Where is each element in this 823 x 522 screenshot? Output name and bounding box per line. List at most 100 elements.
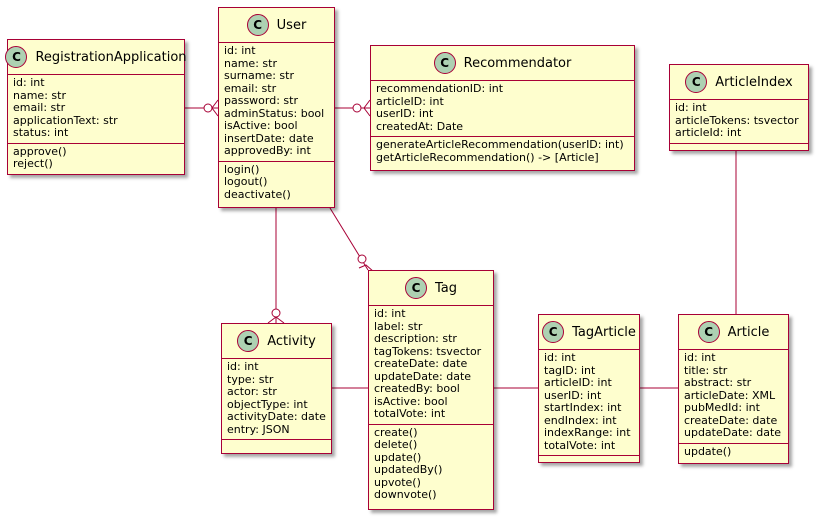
class-user: C User id: int name: str surname: str em… xyxy=(218,7,335,208)
attribute: createDate: date xyxy=(684,413,778,427)
attribute: description: str xyxy=(374,332,457,345)
attribute: id: int xyxy=(684,351,716,364)
attribute: name: str xyxy=(13,88,66,102)
attribute: recommendationID: int xyxy=(376,82,504,95)
attribute: abstract: str xyxy=(684,376,752,389)
attribute: startIndex: int xyxy=(544,401,622,414)
method: login() xyxy=(224,162,260,176)
class-activity: C Activity id: int type: str actor: str … xyxy=(221,323,332,454)
method-list: update() xyxy=(679,444,788,462)
attribute: insertDate: date xyxy=(224,131,314,145)
attribute-list: id: int title: str abstract: str article… xyxy=(679,350,788,444)
attribute: approvedBy: int xyxy=(224,144,311,157)
attribute: createDate: date xyxy=(374,357,468,370)
attribute: articleDate: XML xyxy=(684,388,776,402)
attribute: endIndex: int xyxy=(544,413,617,427)
class-tag-article: C TagArticle id: int tagID: int articleI… xyxy=(538,314,640,463)
attribute: articleTokens: tsvector xyxy=(675,113,799,127)
attribute: status: int xyxy=(13,126,69,139)
class-registration-application: C RegistrationApplication id: int name: … xyxy=(5,39,187,175)
class-name: User xyxy=(276,17,307,33)
method: updatedBy() xyxy=(374,463,443,476)
class-name: TagArticle xyxy=(572,324,636,340)
method: update() xyxy=(684,444,732,458)
attribute: password: str xyxy=(224,94,298,107)
method: reject() xyxy=(13,157,53,170)
attribute: createdAt: Date xyxy=(376,119,464,133)
method: downvote() xyxy=(374,488,437,501)
method: create() xyxy=(374,425,418,439)
class-header: C Article xyxy=(679,315,788,350)
attribute: indexRange: int xyxy=(544,426,631,439)
attribute: email: str xyxy=(13,101,66,114)
class-name: Article xyxy=(727,324,770,340)
attribute: isActive: bool xyxy=(224,119,298,132)
method: delete() xyxy=(374,438,418,451)
attribute: articleID: int xyxy=(376,94,444,108)
attribute: createdBy: bool xyxy=(374,382,460,395)
method-list: approve() reject() xyxy=(8,144,184,174)
class-header: C TagArticle xyxy=(539,315,639,350)
class-header: C ArticleIndex xyxy=(670,65,808,100)
method: getArticleRecommendation() -> [Article] xyxy=(376,150,599,164)
attribute: totalVote: int xyxy=(544,438,616,452)
attribute: updateDate: date xyxy=(374,369,472,383)
class-badge-icon: C xyxy=(685,71,708,93)
attribute: userID: int xyxy=(544,388,602,402)
attribute: label: str xyxy=(374,319,423,333)
attribute: totalVote: int xyxy=(374,407,446,420)
attribute: applicationText: str xyxy=(13,113,118,127)
class-badge-icon: C xyxy=(542,321,565,343)
attribute: tagTokens: tsvector xyxy=(374,344,482,358)
attribute-list: id: int label: str description: str tagT… xyxy=(369,306,493,425)
method-list: generateArticleRecommendation(userID: in… xyxy=(371,137,634,167)
attribute: title: str xyxy=(684,363,728,377)
class-name: Tag xyxy=(434,280,457,296)
attribute-list: id: int tagID: int articleID: int userID… xyxy=(539,350,639,456)
class-badge-icon: C xyxy=(404,277,427,299)
class-header: C Activity xyxy=(222,324,331,359)
class-article: C Article id: int title: str abstract: s… xyxy=(678,314,789,464)
attribute: type: str xyxy=(227,372,274,386)
class-badge-icon: C xyxy=(237,330,260,352)
class-header: C Recommendator xyxy=(371,46,634,81)
attribute: id: int xyxy=(544,351,576,364)
method-list xyxy=(670,144,808,150)
method-list: create() delete() update() updatedBy() u… xyxy=(369,425,493,505)
class-name: Recommendator xyxy=(463,55,572,71)
attribute: id: int xyxy=(374,307,406,320)
attribute: updateDate: date xyxy=(684,426,782,439)
attribute: id: int xyxy=(13,76,45,89)
attribute-list: id: int articleTokens: tsvector articleI… xyxy=(670,100,808,144)
class-badge-icon: C xyxy=(246,14,269,36)
method: upvote() xyxy=(374,475,421,489)
attribute: articleId: int xyxy=(675,126,742,139)
class-name: ArticleIndex xyxy=(715,74,793,90)
attribute: userID: int xyxy=(376,107,434,120)
class-header: C RegistrationApplication xyxy=(5,40,187,75)
attribute-list: recommendationID: int articleID: int use… xyxy=(371,81,634,137)
class-recommendator: C Recommendator recommendationID: int ar… xyxy=(370,45,635,171)
attribute: surname: str xyxy=(224,69,294,82)
method: logout() xyxy=(224,175,268,188)
method-list xyxy=(222,440,331,446)
attribute-list: id: int name: str email: str application… xyxy=(8,75,184,144)
attribute: entry: JSON xyxy=(227,422,290,436)
class-header: C User xyxy=(219,8,334,43)
attribute: id: int xyxy=(227,360,259,373)
attribute: id: int xyxy=(675,101,707,114)
class-header: C Tag xyxy=(369,271,493,306)
class-name: RegistrationApplication xyxy=(35,49,187,65)
method-list: login() logout() deactivate() xyxy=(219,162,334,205)
attribute: objectType: int xyxy=(227,397,308,411)
method: update() xyxy=(374,450,422,464)
attribute-list: id: int type: str actor: str objectType:… xyxy=(222,359,331,440)
class-badge-icon: C xyxy=(433,52,456,74)
method: approve() xyxy=(13,144,67,158)
attribute: id: int xyxy=(224,44,256,57)
class-badge-icon: C xyxy=(697,321,720,343)
class-name: Activity xyxy=(267,333,316,349)
attribute: pubMedId: int xyxy=(684,401,760,414)
attribute: articleID: int xyxy=(544,376,612,389)
